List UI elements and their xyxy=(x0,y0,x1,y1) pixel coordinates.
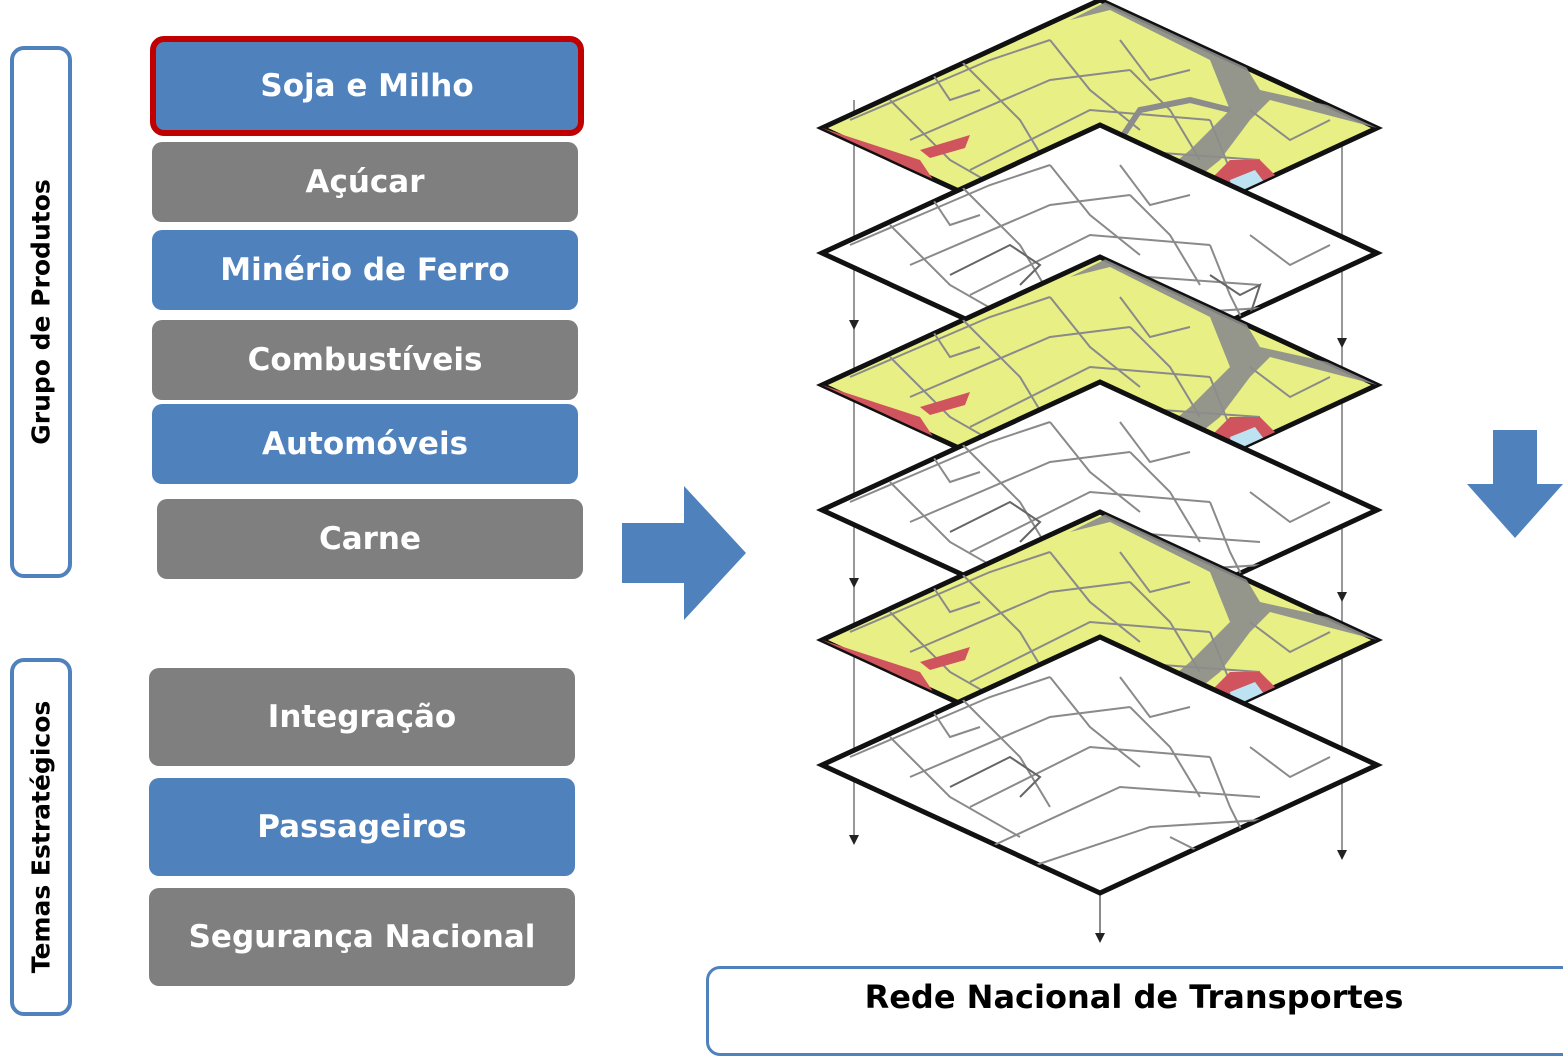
theme-label: Segurança Nacional xyxy=(188,919,536,955)
theme-button-seguranca-nacional[interactable]: Segurança Nacional xyxy=(149,888,575,986)
product-label: Açúcar xyxy=(305,164,425,200)
product-label: Automóveis xyxy=(261,426,469,462)
products-group-label: Grupo de Produtos xyxy=(26,179,56,445)
theme-label: Integração xyxy=(267,699,457,735)
theme-label: Passageiros xyxy=(257,809,467,845)
layer-stack-diagram xyxy=(816,0,1383,943)
theme-button-integracao[interactable]: Integração xyxy=(149,668,575,766)
strategic-group-frame: Temas Estratégicos xyxy=(10,658,72,1016)
product-button-minerio-ferro[interactable]: Minério de Ferro xyxy=(152,230,578,310)
products-group-frame: Grupo de Produtos xyxy=(10,46,72,578)
product-button-combustiveis[interactable]: Combustíveis xyxy=(152,320,578,400)
theme-button-passageiros[interactable]: Passageiros xyxy=(149,778,575,876)
product-button-carne[interactable]: Carne xyxy=(157,499,583,579)
product-label: Carne xyxy=(318,521,422,557)
product-label: Combustíveis xyxy=(247,342,483,378)
product-button-automoveis[interactable]: Automóveis xyxy=(152,404,578,484)
arrow-down-icon xyxy=(1467,430,1563,538)
product-label: Soja e Milho xyxy=(260,68,474,104)
map-layer-6 xyxy=(816,634,1383,896)
product-label: Minério de Ferro xyxy=(220,252,510,288)
network-title: Rede Nacional de Transportes xyxy=(864,978,1404,1016)
strategic-group-label: Temas Estratégicos xyxy=(26,700,56,974)
product-button-soja-milho[interactable]: Soja e Milho xyxy=(150,36,584,136)
arrow-right-icon xyxy=(622,486,746,620)
product-button-acucar[interactable]: Açúcar xyxy=(152,142,578,222)
